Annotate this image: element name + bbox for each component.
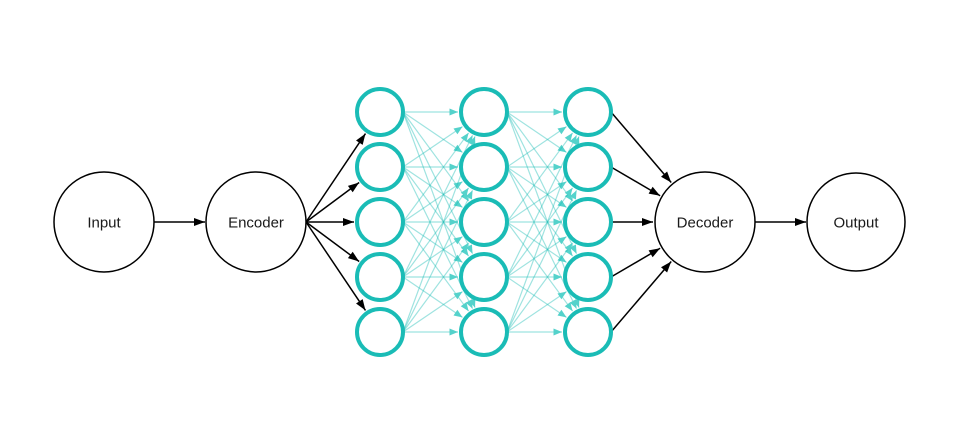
hidden-node-l2-n4 (459, 252, 509, 302)
mesh-edge (402, 276, 463, 318)
mesh-edge (506, 132, 574, 223)
node-input: Input (53, 171, 155, 273)
hidden-node-l1-n4 (355, 252, 405, 302)
mesh-edge (402, 187, 470, 278)
hidden-node-l1-n3 (355, 197, 405, 247)
encoder-fan-arrow (305, 221, 367, 311)
mesh-edge (506, 166, 567, 208)
node-label-output: Output (833, 215, 879, 232)
node-decoder: Decoder (654, 171, 756, 273)
mesh-edge (506, 187, 574, 278)
mesh-edge (506, 276, 567, 318)
hidden-node-l3-n4 (563, 252, 613, 302)
node-circle-encoder (205, 171, 307, 273)
mesh-edge (506, 181, 567, 223)
node-circle-input (53, 171, 155, 273)
hidden-node-l2-n2 (459, 142, 509, 192)
decoder-fan-arrow (610, 111, 672, 183)
mesh-edge (402, 221, 463, 263)
node-encoder: Encoder (205, 171, 307, 273)
hidden-node-l3-n5 (563, 307, 613, 357)
node-label-encoder: Encoder (228, 215, 284, 232)
encoder-fan-arrow (305, 221, 360, 263)
decoder-fan-arrow (610, 166, 661, 197)
decoder-fan-arrow (610, 247, 661, 278)
mesh-edge (402, 111, 463, 153)
hidden-node-l1-n1 (355, 87, 405, 137)
mesh-edge (402, 126, 463, 168)
encoder-fan-arrow (305, 181, 360, 223)
mesh-edge (506, 242, 574, 333)
mesh-edge (402, 166, 463, 208)
hidden-node-l1-n5 (355, 307, 405, 357)
mesh-edge (402, 242, 470, 333)
hidden-node-l2-n5 (459, 307, 509, 357)
mesh-edge (506, 126, 567, 168)
hidden-node-l3-n2 (563, 142, 613, 192)
hidden-node-l2-n1 (459, 87, 509, 137)
decoder-fan-arrow (610, 261, 672, 333)
main-nodes: Input Encoder Decoder Output (53, 171, 906, 273)
flow-edges (154, 111, 806, 333)
mesh-edge (506, 221, 567, 263)
mesh-edge (506, 111, 567, 153)
node-label-input: Input (87, 215, 121, 232)
mesh-edge (506, 291, 567, 333)
node-circle-output (806, 172, 906, 272)
mesh-edge (402, 291, 463, 333)
mesh-edge (402, 181, 463, 223)
hidden-node-l3-n1 (563, 87, 613, 137)
hidden-node-l1-n2 (355, 142, 405, 192)
hidden-node-l2-n3 (459, 197, 509, 247)
node-output: Output (806, 172, 906, 272)
mesh-edge (402, 236, 463, 278)
hidden-layers (355, 87, 613, 357)
mesh-edge (402, 132, 470, 223)
node-circle-decoder (654, 171, 756, 273)
node-label-decoder: Decoder (677, 215, 734, 232)
encoder-fan-arrow (305, 133, 367, 223)
mesh-edge (506, 236, 567, 278)
hidden-node-l3-n3 (563, 197, 613, 247)
